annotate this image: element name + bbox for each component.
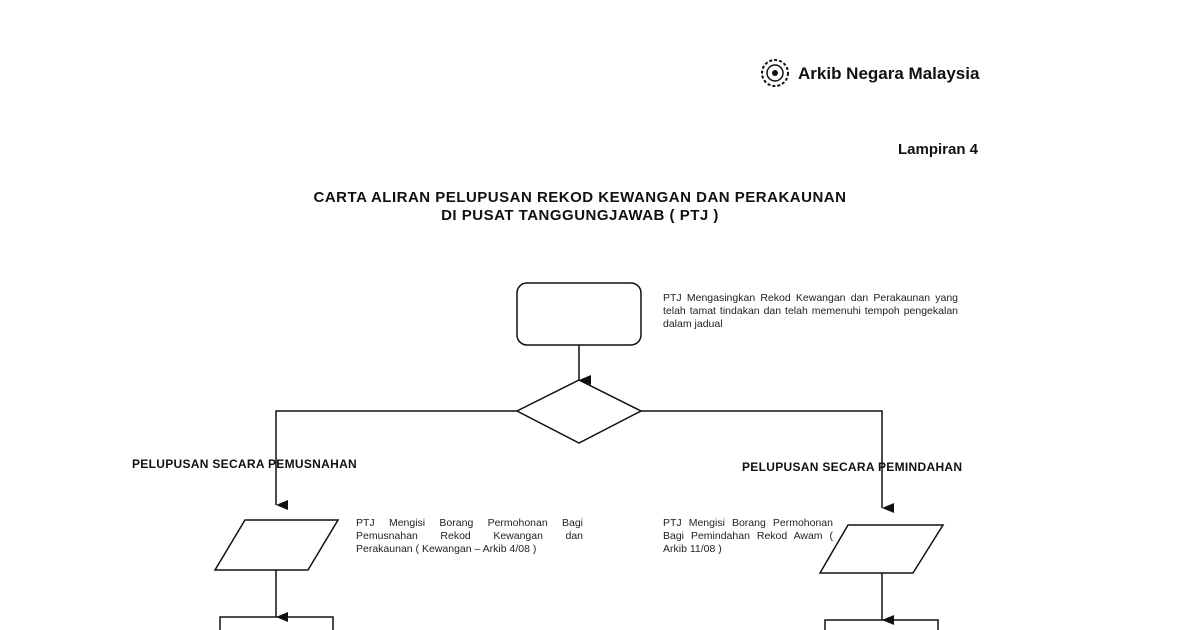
right-step-note: PTJ Mengisi Borang Permohonan Bagi Pemin… <box>663 517 833 555</box>
left-step-note: PTJ Mengisi Borang Permohonan Bagi Pemus… <box>356 517 583 555</box>
page-title-line2: DI PUSAT TANGGUNGJAWAB ( PTJ ) <box>441 207 719 224</box>
right-input-parallelogram <box>818 524 945 574</box>
arkib-seal-icon <box>761 59 789 87</box>
left-process-box <box>219 616 334 630</box>
left-input-parallelogram <box>213 519 340 571</box>
connector-left-branch <box>275 410 517 510</box>
decision-diamond <box>515 379 643 444</box>
brand-name: Arkib Negara Malaysia <box>798 64 980 83</box>
branch-right-label: PELUPUSAN SECARA PEMINDAHAN <box>742 460 963 474</box>
step1-note: PTJ Mengasingkan Rekod Kewangan dan Pera… <box>663 292 958 330</box>
connector-right-branch <box>641 410 894 513</box>
branch-left-label: PELUPUSAN SECARA PEMUSNAHAN <box>132 457 358 471</box>
right-process-box <box>824 619 939 630</box>
page-title-line1: CARTA ALIRAN PELUPUSAN REKOD KEWANGAN DA… <box>313 189 847 206</box>
start-terminal <box>516 282 642 346</box>
appendix-label: Lampiran 4 <box>898 141 979 158</box>
